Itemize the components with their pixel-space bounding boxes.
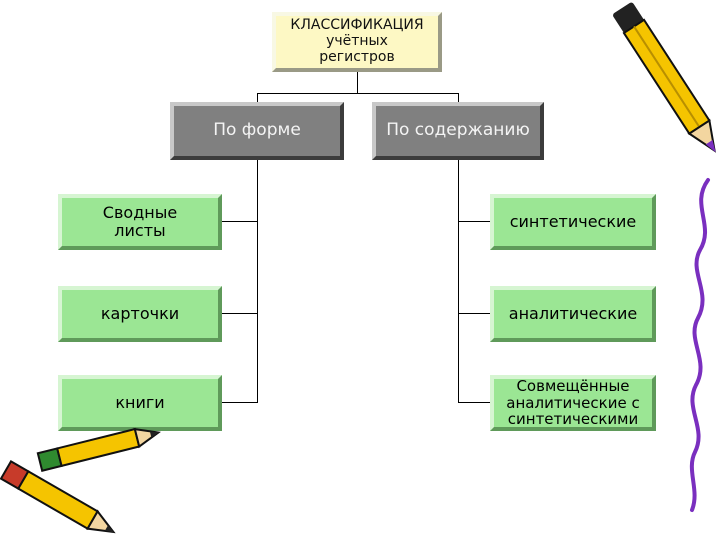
leaf-combined-line-3: синтетическими [507,410,639,429]
connector-to-form [257,93,258,102]
leaf-combined: Совмещённые аналитические с синтетически… [490,375,656,431]
leaf-summary-sheets: Сводные листы [58,194,222,250]
connector-form-trunk [257,160,258,403]
connector-form-branch-1 [222,221,258,222]
root-title-line-3: регистров [319,48,395,65]
root-title-line-2: учётных [326,33,388,50]
connector-content-branch-2 [458,313,490,314]
connector-content-branch-1 [458,221,490,222]
leaf-books: книги [58,375,222,431]
category-form-label: По форме [213,120,301,141]
leaf-books-label: книги [115,393,165,413]
leaf-cards: карточки [58,286,222,342]
connector-to-content [458,93,459,102]
leaf-combined-line-2: аналитические с [506,393,640,412]
leaf-summary-sheets-line-1: Сводные [102,203,178,223]
connector-form-branch-2 [222,313,258,314]
connector-root-down [357,72,358,94]
leaf-analytical: аналитические [490,286,656,342]
root-node: КЛАССИФИКАЦИЯ учётных регистров [272,12,442,72]
wavy-line-icon [689,178,710,512]
connector-content-branch-3 [458,402,490,403]
category-content-label: По содержанию [386,120,530,141]
leaf-synthetic-label: синтетические [509,212,637,232]
category-content: По содержанию [372,102,544,160]
connector-form-branch-3 [222,402,258,403]
connector-content-trunk [458,160,459,403]
leaf-cards-label: карточки [100,304,180,324]
leaf-synthetic: синтетические [490,194,656,250]
leaf-combined-line-1: Совмещённые [516,376,630,395]
root-title-line-1: КЛАССИФИКАЦИЯ [290,17,424,34]
connector-root-bar [257,93,459,94]
leaf-analytical-label: аналитические [508,304,638,324]
category-form: По форме [170,102,344,160]
leaf-summary-sheets-line-2: листы [114,221,166,240]
